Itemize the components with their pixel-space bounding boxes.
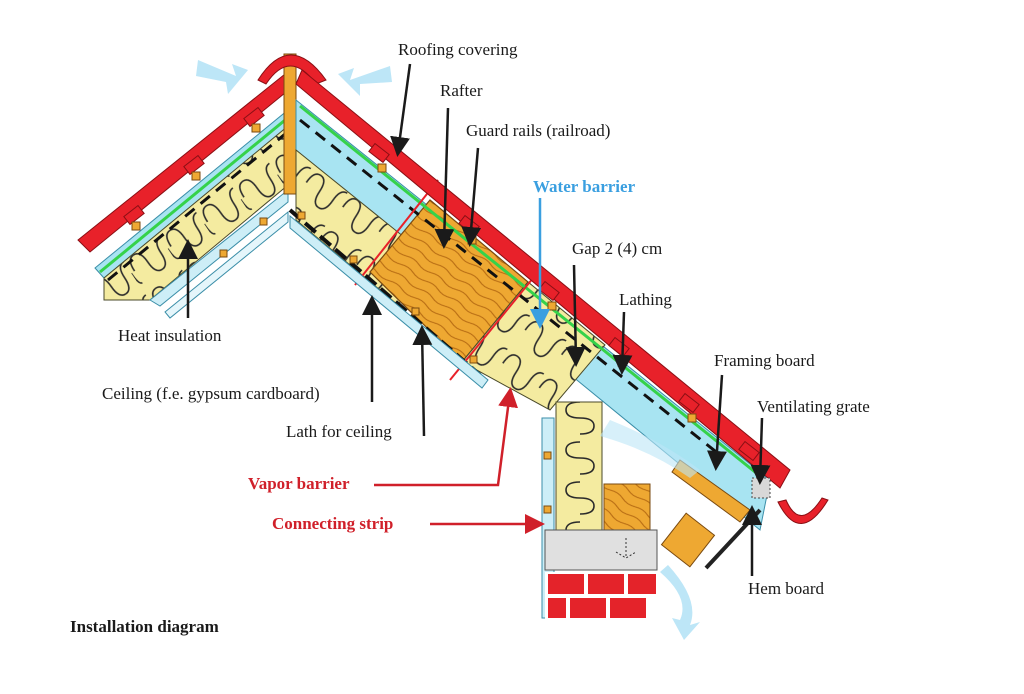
arrow-gap [565,264,586,367]
arrow-lath-for-ceiling [412,325,433,437]
label-ceiling: Ceiling (f.e. gypsum cardboard) [102,384,320,403]
arrow-roofing-covering [390,63,412,157]
label-lathing: Lathing [619,290,672,309]
label-lath-for-ceiling: Lath for ceiling [286,422,392,441]
label-rafter: Rafter [440,81,483,100]
arrow-ventilating-grate [750,417,771,485]
label-guard-rails: Guard rails (railroad) [466,121,611,140]
wall [541,401,658,620]
label-heat-insulation: Heat insulation [118,326,222,345]
label-vapor-barrier: Vapor barrier [248,474,350,493]
arrow-vapor-barrier [374,387,518,487]
arrow-lathing [612,311,633,375]
leader-lines [178,63,771,576]
diagram-caption: Installation diagram [70,617,219,636]
arrow-guard-rails [461,147,482,247]
air-flow-arrows [196,60,700,640]
label-connecting-strip: Connecting strip [272,514,394,533]
label-ventilating-grate: Ventilating grate [757,397,870,416]
label-framing-board: Framing board [714,351,815,370]
arrow-rafter [434,107,455,249]
label-gap: Gap 2 (4) cm [572,239,663,258]
arrow-framing-board [707,374,727,471]
ridge [257,53,327,195]
label-roofing-covering: Roofing covering [398,40,518,59]
gutter [777,497,829,524]
label-hem-board: Hem board [748,579,825,598]
label-water-barrier: Water barrier [533,177,636,196]
left-slope [77,69,297,319]
